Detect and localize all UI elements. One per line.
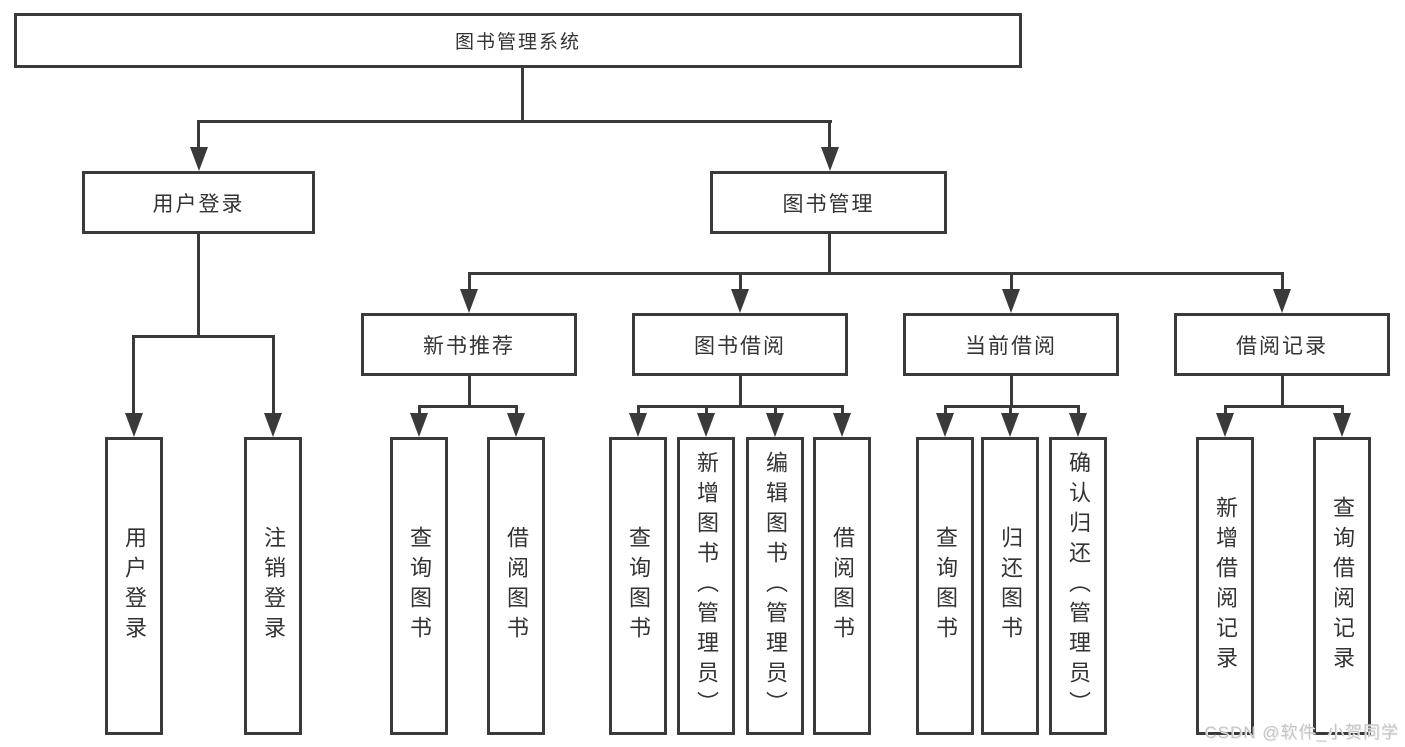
node-borrowing-records-label: 借阅记录 <box>1236 334 1328 358</box>
node-new-book-recommendation: 新书推荐 <box>361 313 577 376</box>
node-current-borrowing: 当前借阅 <box>903 313 1119 376</box>
arrowhead <box>507 413 525 437</box>
connector-line <box>1010 376 1013 407</box>
arrowhead <box>1001 413 1019 437</box>
arrowhead <box>125 413 143 437</box>
arrowhead <box>697 413 715 437</box>
arrowhead <box>766 413 784 437</box>
arrowhead <box>1069 413 1087 437</box>
node-book-management-label: 图书管理 <box>782 192 875 216</box>
leaf-query-books-1: 查询图书 <box>390 437 448 735</box>
arrowhead <box>821 147 839 171</box>
node-new-book-recommendation-label: 新书推荐 <box>423 334 515 358</box>
connector-line <box>521 66 524 122</box>
leaf-query-borrow-record-label: 查询借阅记录 <box>1330 496 1355 676</box>
node-book-management: 图书管理 <box>710 171 947 234</box>
arrowhead <box>1002 289 1020 313</box>
leaf-add-books-admin: 新增图书（管理员） <box>677 437 735 735</box>
arrowhead <box>1273 289 1291 313</box>
node-borrowing-records: 借阅记录 <box>1174 313 1390 376</box>
connector-line <box>197 120 832 123</box>
leaf-query-books-3: 查询图书 <box>916 437 974 735</box>
connector-line <box>705 405 708 417</box>
node-user-login: 用户登录 <box>82 171 315 234</box>
connector-line <box>637 405 844 408</box>
connector-line <box>944 405 947 417</box>
connector-line <box>132 335 135 415</box>
connector-line <box>1341 405 1344 417</box>
arrowhead <box>460 289 478 313</box>
leaf-logout-label: 注销登录 <box>261 526 286 646</box>
leaf-borrow-books-1: 借阅图书 <box>487 437 545 735</box>
connector-line <box>1224 405 1227 417</box>
leaf-add-borrow-record-label: 新增借阅记录 <box>1213 496 1238 676</box>
connector-line <box>1281 376 1284 407</box>
connector-line <box>515 405 518 417</box>
connector-line <box>739 376 742 407</box>
connector-line <box>944 405 1080 408</box>
connector-line <box>197 234 200 337</box>
leaf-borrow-books-2-label: 借阅图书 <box>830 526 855 646</box>
leaf-confirm-return-admin: 确认归还（管理员） <box>1049 437 1107 735</box>
connector-line <box>828 120 831 150</box>
connector-line <box>1281 272 1284 292</box>
arrowhead <box>1216 413 1234 437</box>
arrowhead <box>190 147 208 171</box>
connector-line <box>739 272 742 292</box>
arrowhead <box>264 413 282 437</box>
leaf-edit-books-admin-label: 编辑图书（管理员） <box>763 451 788 721</box>
leaf-query-borrow-record: 查询借阅记录 <box>1313 437 1371 735</box>
node-current-borrowing-label: 当前借阅 <box>965 334 1057 358</box>
connector-line <box>468 376 471 407</box>
connector-line <box>828 234 831 274</box>
watermark: CSDN @软件_小贺同学 <box>1204 723 1399 742</box>
arrowhead <box>410 413 428 437</box>
node-book-borrowing-label: 图书借阅 <box>694 334 786 358</box>
node-book-borrowing: 图书借阅 <box>632 313 848 376</box>
connector-line <box>468 272 1284 275</box>
leaf-query-books-2: 查询图书 <box>609 437 667 735</box>
connector-line <box>637 405 640 417</box>
leaf-query-books-1-label: 查询图书 <box>407 526 432 646</box>
leaf-add-borrow-record: 新增借阅记录 <box>1196 437 1254 735</box>
connector-line <box>418 405 518 408</box>
leaf-user-login: 用户登录 <box>105 437 163 735</box>
node-root-label: 图书管理系统 <box>454 32 581 53</box>
connector-line <box>468 272 471 292</box>
connector-line <box>841 405 844 417</box>
node-root: 图书管理系统 <box>14 13 1022 68</box>
leaf-return-books: 归还图书 <box>981 437 1039 735</box>
leaf-return-books-label: 归还图书 <box>998 526 1023 646</box>
leaf-edit-books-admin: 编辑图书（管理员） <box>746 437 804 735</box>
leaf-borrow-books-2: 借阅图书 <box>813 437 871 735</box>
arrowhead <box>936 413 954 437</box>
connector-line <box>1077 405 1080 417</box>
leaf-query-books-2-label: 查询图书 <box>626 526 651 646</box>
connector-line <box>272 335 275 415</box>
leaf-user-login-label: 用户登录 <box>122 526 147 646</box>
leaf-add-books-admin-label: 新增图书（管理员） <box>694 451 719 721</box>
node-user-login-label: 用户登录 <box>152 192 245 216</box>
connector-line <box>1010 272 1013 292</box>
connector-line <box>1224 405 1344 408</box>
arrowhead <box>833 413 851 437</box>
connector-line <box>197 120 200 150</box>
leaf-confirm-return-admin-label: 确认归还（管理员） <box>1066 451 1091 721</box>
connector-line <box>1009 405 1012 417</box>
leaf-query-books-3-label: 查询图书 <box>933 526 958 646</box>
leaf-borrow-books-1-label: 借阅图书 <box>504 526 529 646</box>
connector-line <box>774 405 777 417</box>
connector-line <box>418 405 421 417</box>
arrowhead <box>731 289 749 313</box>
arrowhead <box>629 413 647 437</box>
leaf-logout: 注销登录 <box>244 437 302 735</box>
connector-line <box>132 335 275 338</box>
arrowhead <box>1333 413 1351 437</box>
